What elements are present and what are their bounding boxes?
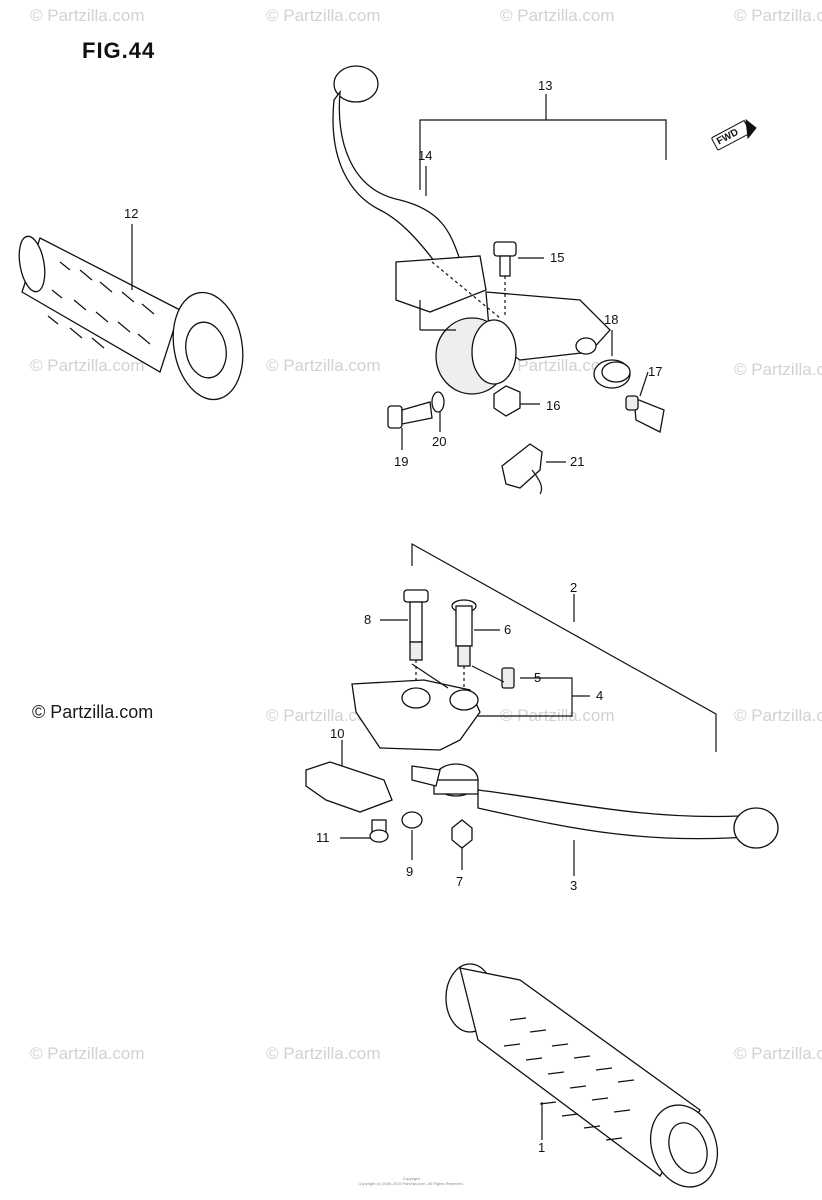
part-16-nut xyxy=(493,385,540,417)
watermark: © Partzilla.com xyxy=(30,356,145,375)
callout-1: 1 xyxy=(538,1140,546,1155)
part-1-right-throttle-grip xyxy=(445,963,718,1188)
part-18-adjuster-knob xyxy=(593,330,631,389)
watermark: © Partzilla.com xyxy=(734,6,822,25)
callout-2: 2 xyxy=(570,580,578,595)
callout-12: 12 xyxy=(124,206,139,221)
callout-4: 4 xyxy=(596,688,604,703)
callout-9: 9 xyxy=(406,864,414,879)
part-9-nut xyxy=(401,811,423,860)
watermark: © Partzilla.com xyxy=(266,706,381,725)
copyright-footer: Copyright Copyright (c) 2006-2019 Partzi… xyxy=(331,1176,491,1186)
part-15-bolt xyxy=(493,241,544,318)
part-11-screw xyxy=(340,819,389,843)
callout-16: 16 xyxy=(546,398,561,413)
footer-line-1: Copyright xyxy=(402,1176,420,1181)
figure-label: FIG.44 xyxy=(82,38,156,63)
watermark: © Partzilla.com xyxy=(734,360,822,379)
watermark: © Partzilla.com xyxy=(734,706,822,725)
callout-7: 7 xyxy=(456,874,464,889)
callout-11: 11 xyxy=(316,830,330,845)
callout-10: 10 xyxy=(330,726,345,741)
callout-14: 14 xyxy=(418,148,433,163)
watermark: © Partzilla.com xyxy=(266,356,381,375)
part-8-pivot-pin xyxy=(380,589,429,690)
callout-19: 19 xyxy=(394,454,409,469)
callout-13: 13 xyxy=(538,78,553,93)
part-17-screw xyxy=(625,371,665,433)
callout-5: 5 xyxy=(534,670,542,685)
fwd-arrow-icon xyxy=(745,118,757,140)
part-6-pivot-pin xyxy=(451,599,500,690)
watermark: © Partzilla.com xyxy=(500,356,615,375)
callout-20: 20 xyxy=(432,434,447,449)
callout-21: 21 xyxy=(570,454,585,469)
part-20-washer xyxy=(431,391,445,432)
part-10-switch xyxy=(305,740,393,813)
watermark: © Partzilla.com xyxy=(30,1044,145,1063)
part-21-switch xyxy=(501,443,566,495)
part-19-bolt xyxy=(387,401,433,450)
callout-8: 8 xyxy=(364,612,372,627)
watermark: © Partzilla.com xyxy=(734,1044,822,1063)
part-7-nut xyxy=(451,819,473,870)
part-12-left-grip xyxy=(18,235,244,401)
watermark: © Partzilla.com xyxy=(32,702,154,722)
callout-3: 3 xyxy=(570,878,578,893)
callout-6: 6 xyxy=(504,622,512,637)
callout-17: 17 xyxy=(648,364,663,379)
footer-line-2: Copyright (c) 2006-2019 Partzilla.com. A… xyxy=(358,1181,464,1186)
callout-15: 15 xyxy=(550,250,565,265)
lower-lever-holder xyxy=(351,663,505,751)
watermark: © Partzilla.com xyxy=(30,6,145,25)
callout-18: 18 xyxy=(604,312,619,327)
part-14-upper-lever xyxy=(332,65,477,291)
upper-lever-bracket xyxy=(395,255,611,395)
watermark: © Partzilla.com xyxy=(266,6,381,25)
watermark: © Partzilla.com xyxy=(500,6,615,25)
part-5-spring xyxy=(501,667,546,689)
watermark: © Partzilla.com xyxy=(266,1044,381,1063)
part-3-lower-lever xyxy=(411,763,779,876)
